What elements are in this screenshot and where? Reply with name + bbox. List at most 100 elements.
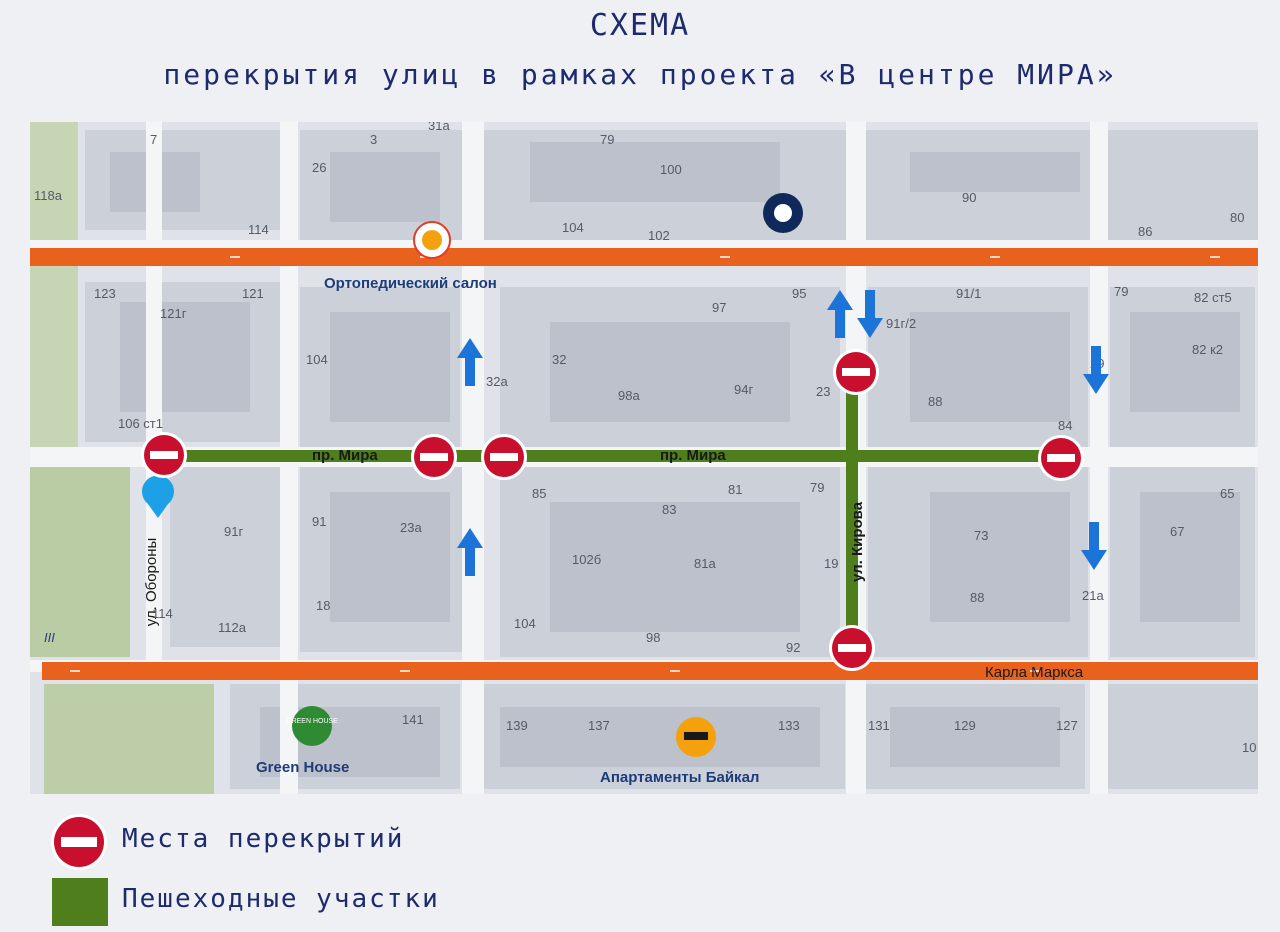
house-number: 102б [572, 552, 601, 567]
no-entry-icon[interactable] [141, 432, 187, 478]
road-direction-marks [70, 256, 1220, 672]
map-pin-icon[interactable] [141, 475, 174, 518]
house-number: 85 [532, 486, 546, 501]
house-number: 102 [648, 228, 670, 243]
pedestrian-kirova [846, 372, 858, 646]
label-karla-marksa: Карла Маркса [985, 664, 1084, 681]
legend-closures-label: Места перекрытий [122, 824, 405, 854]
house-number: 67 [1170, 524, 1184, 539]
house-number: 7 [150, 132, 157, 147]
house-number: 81а [694, 556, 716, 571]
house-number: 79 [1114, 284, 1128, 299]
house-number: 121 [242, 286, 264, 301]
label-kirova: ул. Кирова [849, 501, 866, 582]
map-subtitle: перекрытия улиц в рамках проекта «В цент… [163, 58, 1117, 91]
house-number: 73 [974, 528, 988, 543]
house-number: 91 [312, 514, 326, 529]
house-number: 139 [506, 718, 528, 733]
park-area-top-left [30, 122, 78, 447]
house-number: 121г [160, 306, 187, 321]
building-details [110, 142, 1240, 777]
label-mira-right: пр. Мира [660, 447, 726, 464]
house-number: 88 [928, 394, 942, 409]
house-number: 104 [514, 616, 536, 631]
house-number: 106 ст1 [118, 416, 163, 431]
road-karla-marksa-orange [42, 662, 1258, 680]
house-number: 23а [400, 520, 422, 535]
house-number: 114 [248, 222, 269, 237]
house-number: 114 [152, 606, 173, 621]
worker-icon[interactable] [763, 193, 803, 233]
house-number: 81 [728, 482, 742, 497]
house-number: 98а [618, 388, 640, 403]
house-number: 100 [660, 162, 682, 177]
map-canvas[interactable]: пр. Мира пр. Мира ул. Кирова ул. Обороны… [30, 122, 1258, 794]
house-number: 127 [1056, 718, 1078, 733]
house-number: 32а [486, 374, 508, 389]
house-number: 26 [312, 160, 326, 175]
legend-pedestrian-swatch [52, 878, 108, 926]
house-number: 83 [662, 502, 676, 517]
poi-apartments-label: Апартаменты Байкал [600, 769, 759, 786]
map-title: СХЕМА [589, 8, 691, 43]
house-number: 32 [552, 352, 566, 367]
house-number: 82 к2 [1192, 342, 1223, 357]
house-number: 133 [778, 718, 800, 733]
svg-text:GREEN HOUSE: GREEN HOUSE [286, 718, 338, 725]
label-oborony: ул. Обороны [143, 538, 160, 627]
house-number: 131 [868, 718, 890, 733]
no-entry-icon[interactable] [411, 434, 457, 480]
house-number: 91г [224, 524, 243, 539]
house-number: 91/1 [956, 286, 981, 301]
bed-icon[interactable] [676, 717, 716, 757]
sun-icon[interactable] [413, 221, 451, 259]
house-number: 23 [816, 384, 830, 399]
house-number: 104 [562, 220, 584, 235]
no-entry-icon[interactable] [1038, 435, 1084, 481]
house-number: 18 [316, 598, 330, 613]
no-entry-icon[interactable] [833, 349, 879, 395]
house-number: 65 [1220, 486, 1234, 501]
house-number: 141 [402, 712, 424, 727]
label-mira-left: пр. Мира [312, 447, 378, 464]
house-number: 129 [954, 718, 976, 733]
house-number: 82 ст5 [1194, 290, 1232, 305]
no-entry-icon[interactable] [829, 625, 875, 671]
legend-pedestrian-label: Пешеходные участки [122, 884, 440, 914]
house-number: 19 [824, 556, 838, 571]
house-number: 112а [218, 620, 247, 635]
house-number: 88 [970, 590, 984, 605]
pedestrian-mira [166, 450, 1062, 462]
poi-green-house-label: Green House [256, 759, 349, 776]
road-top-orange [30, 248, 1258, 266]
house-number: 10 [1242, 740, 1256, 755]
house-number: 118а [34, 188, 63, 203]
house-number: 91г/2 [886, 316, 916, 331]
house-number: 84 [1058, 418, 1072, 433]
map-svg: пр. Мира пр. Мира ул. Кирова ул. Обороны… [30, 122, 1258, 794]
house-number: 94г [734, 382, 753, 397]
house-number: 98 [646, 630, 660, 645]
house-number: 86 [1138, 224, 1152, 239]
house-number: 79 [600, 132, 614, 147]
house-number: 79 [810, 480, 824, 495]
house-number: III [44, 630, 55, 645]
house-number: 92 [786, 640, 800, 655]
house-number: 95 [792, 286, 806, 301]
house-number: 31а [428, 122, 450, 133]
park-area-bottom-left [44, 684, 214, 794]
green-house-logo-icon[interactable]: GREEN HOUSE [286, 706, 338, 746]
house-number: 90 [962, 190, 976, 205]
legend-no-entry-icon [51, 814, 107, 870]
house-number: 3 [370, 132, 377, 147]
poi-ortho-label: Ортопедический салон [324, 275, 497, 292]
no-entry-icon[interactable] [481, 434, 527, 480]
house-number: 80 [1230, 210, 1244, 225]
park-area-left [30, 462, 130, 657]
house-numbers: 7 3 31а 79 100 26 118а 114 104 102 90 86… [34, 122, 1256, 755]
house-number: 137 [588, 718, 610, 733]
house-number: 21а [1082, 588, 1104, 603]
house-number: 97 [712, 300, 726, 315]
house-number: 123 [94, 286, 116, 301]
house-number: 104 [306, 352, 328, 367]
